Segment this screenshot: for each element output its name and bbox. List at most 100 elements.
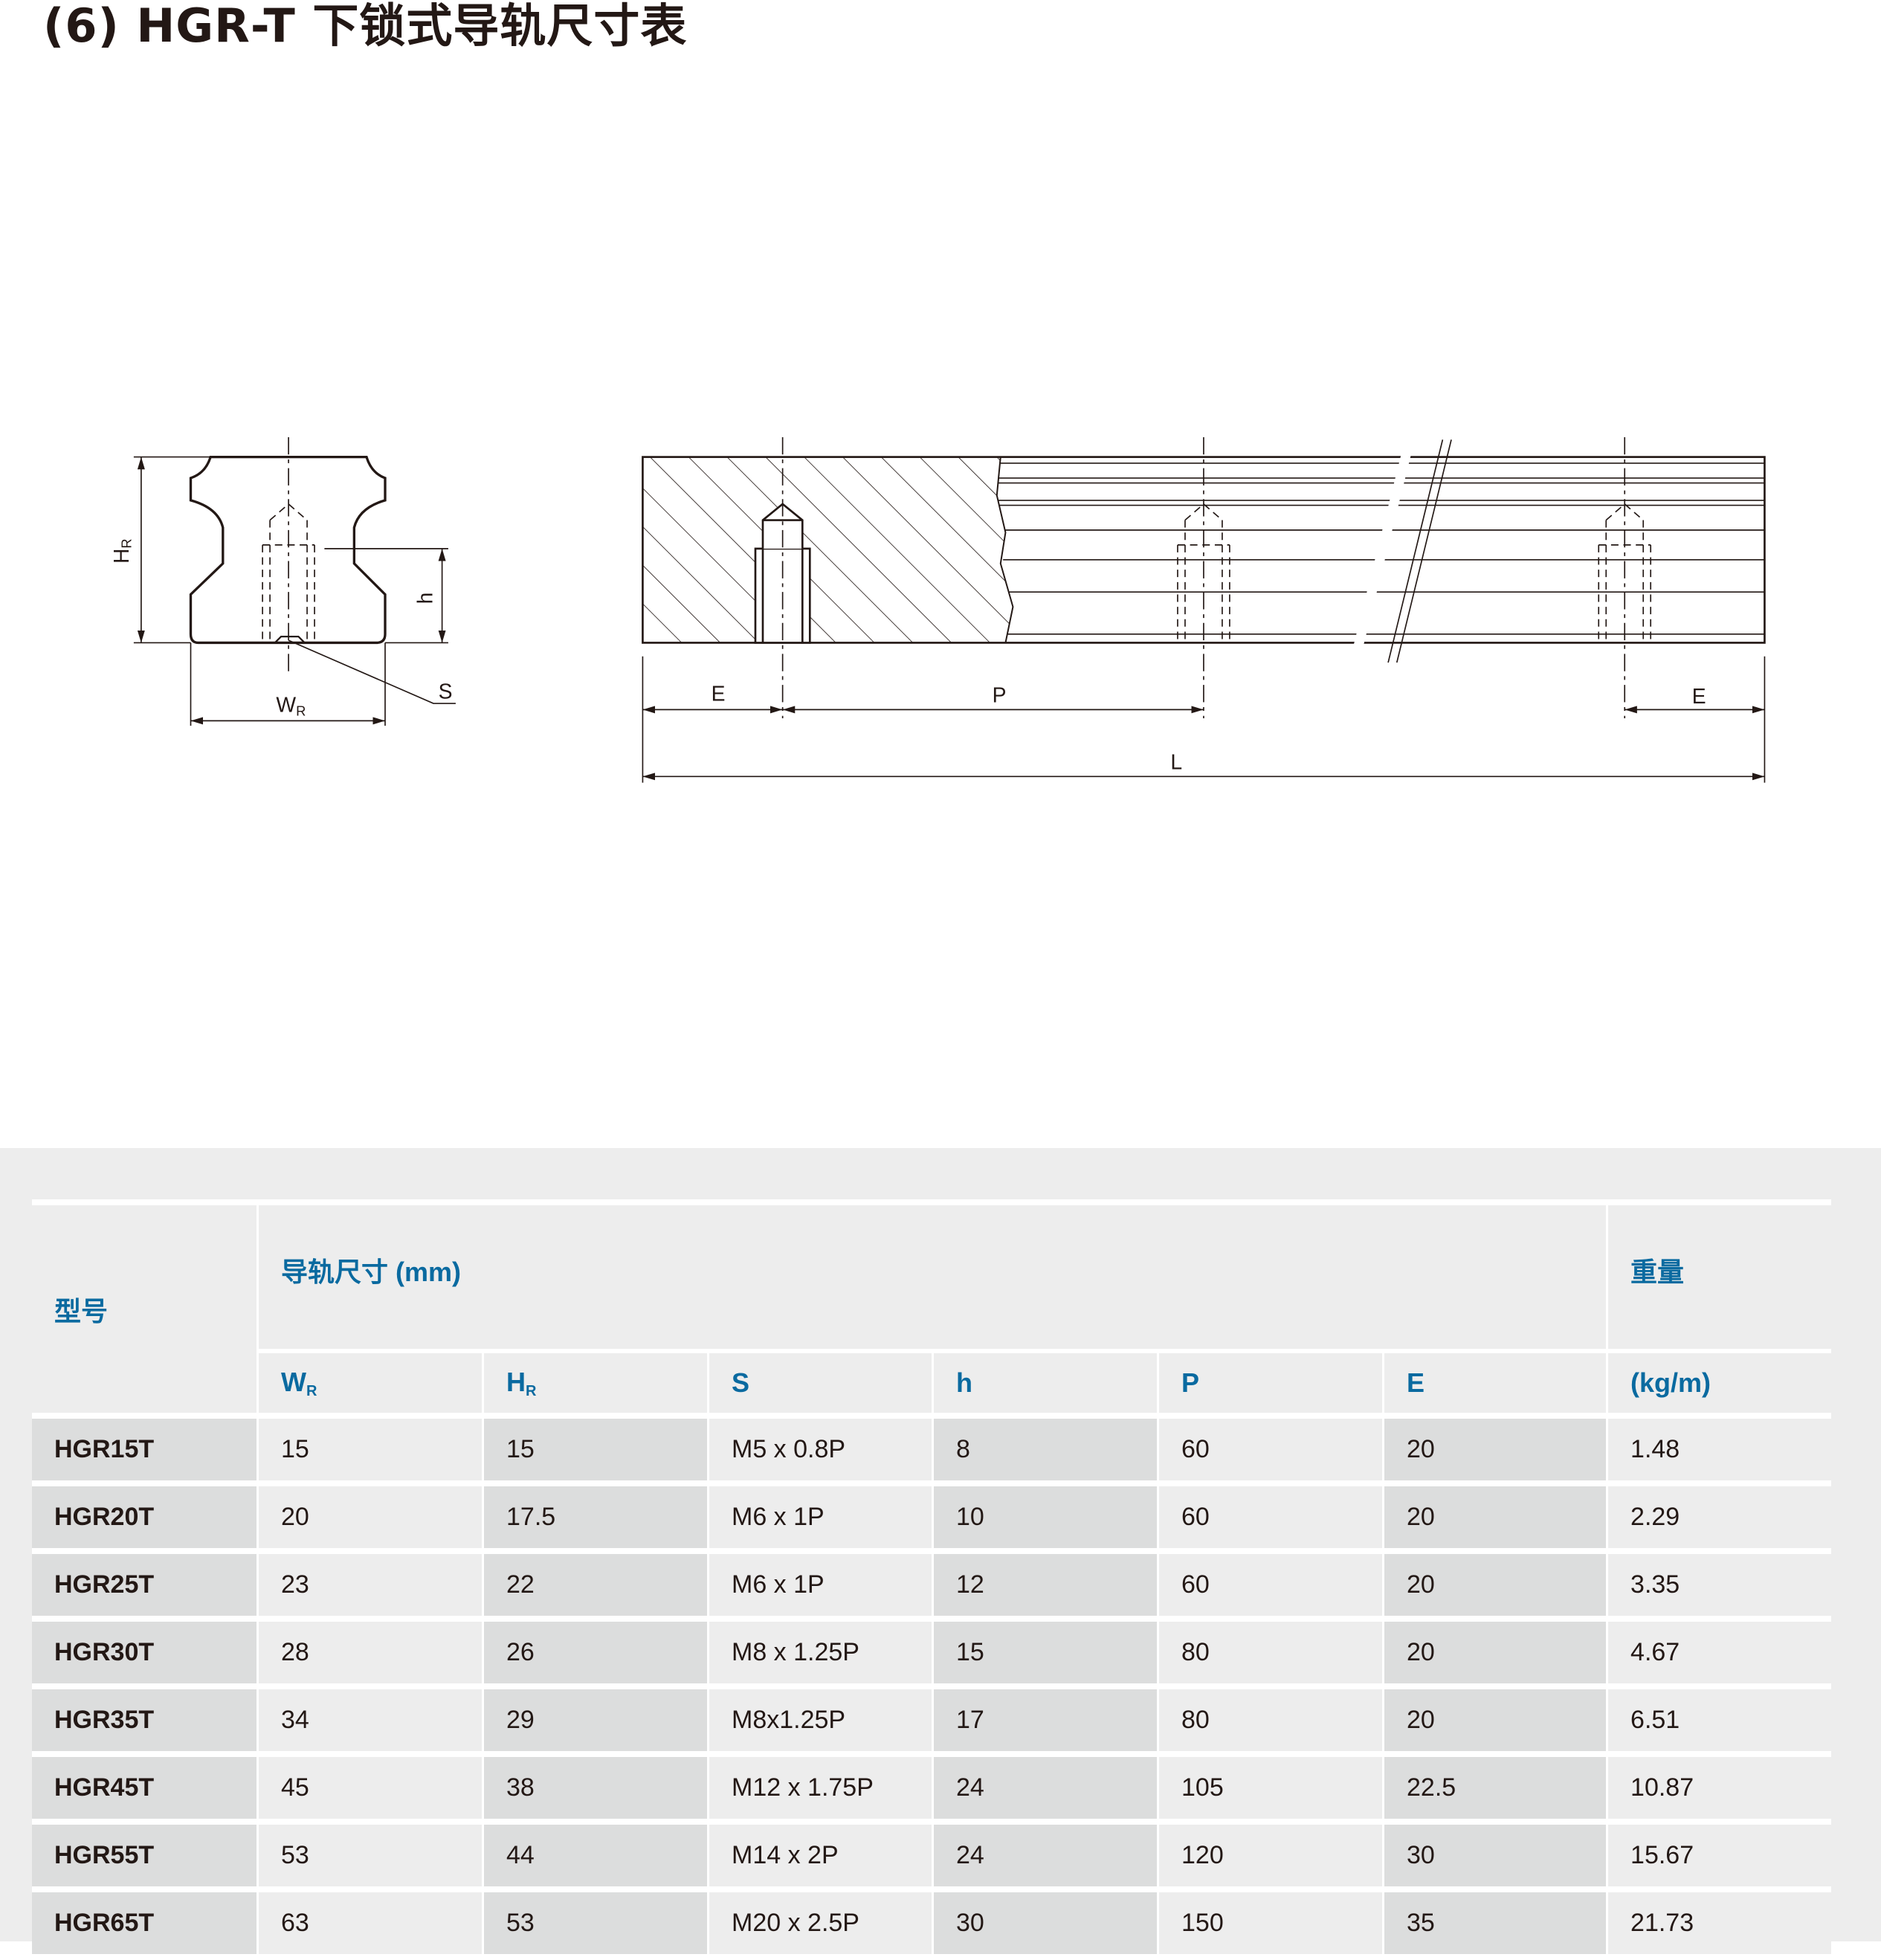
- e-right-label: E: [1692, 684, 1706, 708]
- value-cell: 30: [1382, 1825, 1607, 1892]
- value-cell: 23: [256, 1554, 482, 1622]
- value-cell: 4.67: [1606, 1622, 1832, 1689]
- value-cell: M20 x 2.5P: [707, 1892, 932, 1960]
- value-cell: 20: [256, 1486, 482, 1554]
- header-col-main: W: [281, 1366, 306, 1397]
- value-cell: 53: [256, 1825, 482, 1892]
- value-cell: 53: [482, 1892, 707, 1960]
- value-cell: 63: [256, 1892, 482, 1960]
- value-cell: M8x1.25P: [707, 1689, 932, 1757]
- rail-profile: [189, 455, 387, 645]
- value-cell: 20: [1382, 1689, 1607, 1757]
- model-cell: HGR45T: [32, 1757, 256, 1825]
- header-col-w: WR: [256, 1349, 482, 1419]
- value-cell: 29: [482, 1689, 707, 1757]
- model-cell: HGR15T: [32, 1419, 256, 1486]
- header-col-sub: R: [306, 1382, 317, 1399]
- model-cell: HGR25T: [32, 1554, 256, 1622]
- header-col-main: H: [506, 1366, 526, 1397]
- hr-label: H: [109, 549, 133, 564]
- header-col-h: HR: [482, 1349, 707, 1419]
- header-col-e: E: [1382, 1349, 1607, 1419]
- value-cell: 2.29: [1606, 1486, 1832, 1554]
- value-cell: 20: [1382, 1486, 1607, 1554]
- value-cell: 10: [932, 1486, 1157, 1554]
- header-weight-unit: (kg/m): [1606, 1349, 1832, 1419]
- value-cell: 30: [932, 1892, 1157, 1960]
- header-col-h: h: [932, 1349, 1157, 1419]
- value-cell: 22.5: [1382, 1757, 1607, 1825]
- model-cell: HGR55T: [32, 1825, 256, 1892]
- header-col-s: S: [707, 1349, 932, 1419]
- page-title: (6) HGR-T 下锁式导轨尺寸表: [43, 0, 688, 53]
- value-cell: 120: [1157, 1825, 1382, 1892]
- model-cell: HGR20T: [32, 1486, 256, 1554]
- value-cell: 105: [1157, 1757, 1382, 1825]
- s-label: S: [439, 679, 453, 703]
- model-cell: HGR35T: [32, 1689, 256, 1757]
- value-cell: 44: [482, 1825, 707, 1892]
- header-weight: 重量: [1606, 1199, 1832, 1349]
- svg-text:HR: HR: [109, 538, 134, 564]
- value-cell: 45: [256, 1757, 482, 1825]
- value-cell: 21.73: [1606, 1892, 1832, 1960]
- header-model: 型号: [32, 1199, 256, 1419]
- value-cell: 15.67: [1606, 1825, 1832, 1892]
- header-col-main: h: [956, 1367, 972, 1398]
- value-cell: 26: [482, 1622, 707, 1689]
- rail-dimension-drawing: HR h WR S E P E L: [109, 436, 1766, 783]
- value-cell: 6.51: [1606, 1689, 1832, 1757]
- header-dims-group: 导轨尺寸 (mm): [256, 1199, 1607, 1349]
- value-cell: 17.5: [482, 1486, 707, 1554]
- value-cell: 20: [1382, 1622, 1607, 1689]
- value-cell: 15: [932, 1622, 1157, 1689]
- value-cell: 15: [256, 1419, 482, 1486]
- value-cell: 12: [932, 1554, 1157, 1622]
- value-cell: 8: [932, 1419, 1157, 1486]
- value-cell: 20: [1382, 1419, 1607, 1486]
- header-col-p: P: [1157, 1349, 1382, 1419]
- value-cell: 80: [1157, 1689, 1382, 1757]
- header-col-main: P: [1181, 1367, 1200, 1398]
- value-cell: 38: [482, 1757, 707, 1825]
- value-cell: 28: [256, 1622, 482, 1689]
- header-col-main: E: [1407, 1367, 1425, 1398]
- e-left-label: E: [712, 682, 726, 706]
- value-cell: 150: [1157, 1892, 1382, 1960]
- value-cell: 60: [1157, 1419, 1382, 1486]
- value-cell: M5 x 0.8P: [707, 1419, 932, 1486]
- value-cell: 24: [932, 1825, 1157, 1892]
- p-label: P: [993, 683, 1007, 706]
- model-cell: HGR65T: [32, 1892, 256, 1960]
- value-cell: M14 x 2P: [707, 1825, 932, 1892]
- value-cell: 17: [932, 1689, 1157, 1757]
- value-cell: M6 x 1P: [707, 1554, 932, 1622]
- value-cell: M12 x 1.75P: [707, 1757, 932, 1825]
- value-cell: 24: [932, 1757, 1157, 1825]
- value-cell: 3.35: [1606, 1554, 1832, 1622]
- value-cell: 22: [482, 1554, 707, 1622]
- value-cell: 80: [1157, 1622, 1382, 1689]
- value-cell: M6 x 1P: [707, 1486, 932, 1554]
- header-col-sub: R: [526, 1382, 537, 1399]
- value-cell: 60: [1157, 1554, 1382, 1622]
- value-cell: M8 x 1.25P: [707, 1622, 932, 1689]
- value-cell: 60: [1157, 1486, 1382, 1554]
- value-cell: 10.87: [1606, 1757, 1832, 1825]
- wr-label: W: [276, 693, 296, 717]
- l-label: L: [1170, 749, 1182, 773]
- value-cell: 1.48: [1606, 1419, 1832, 1486]
- header-col-main: S: [732, 1367, 750, 1398]
- svg-text:WR: WR: [276, 693, 306, 719]
- h-label: h: [413, 593, 436, 605]
- value-cell: 34: [256, 1689, 482, 1757]
- value-cell: 20: [1382, 1554, 1607, 1622]
